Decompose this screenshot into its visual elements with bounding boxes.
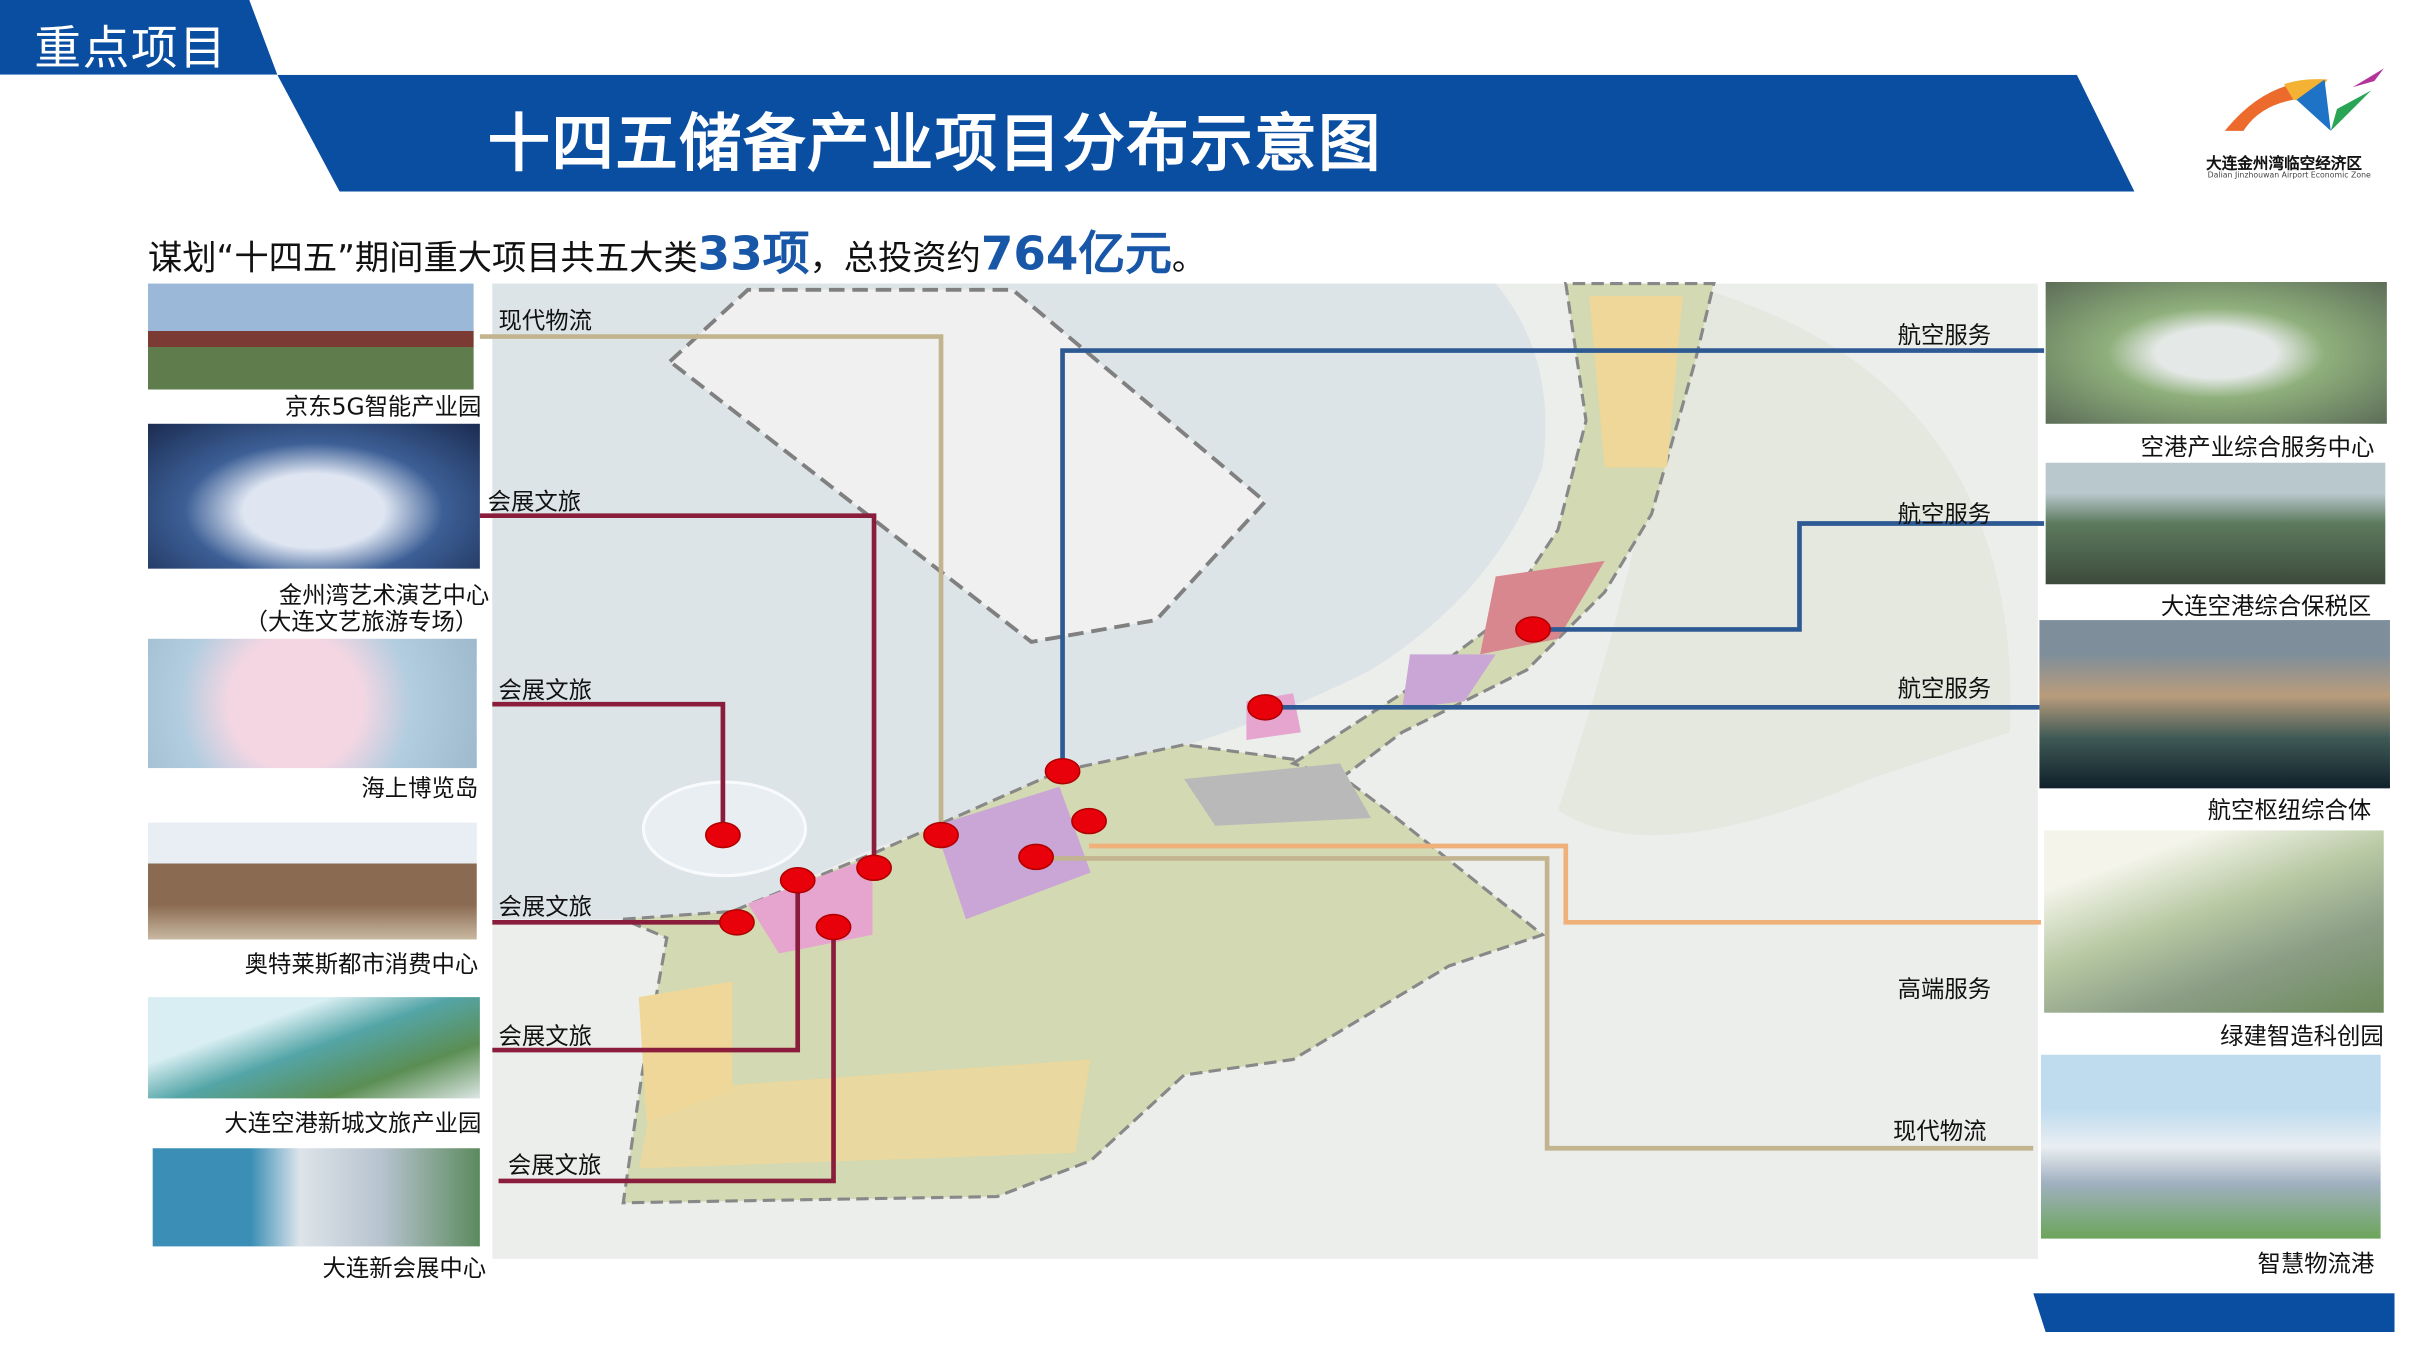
section-tag-label: 重点项目 xyxy=(34,21,228,77)
project-marker xyxy=(704,821,741,849)
connector-line xyxy=(492,880,801,1053)
project-image xyxy=(2040,1054,2381,1239)
project-marker xyxy=(719,909,755,936)
project-marker xyxy=(815,913,852,941)
category-label: 航空服务 xyxy=(1897,320,1992,349)
project-marker xyxy=(1071,807,1107,835)
summary-line: 谋划“十四五”期间重大项目共五大类33项，总投资约764亿元。 xyxy=(148,215,1206,284)
project-image xyxy=(2039,620,2390,789)
project-image xyxy=(2045,462,2386,585)
project-image xyxy=(152,1148,480,1247)
connector-line xyxy=(492,701,726,836)
category-label: 会展文旅 xyxy=(498,676,593,705)
category-label: 航空服务 xyxy=(1897,500,1992,529)
section-tag: 重点项目 xyxy=(0,0,278,77)
connector-line xyxy=(479,513,877,868)
logo-mark-icon xyxy=(2224,68,2384,131)
title-banner: 十四五储备产业项目分布示意图 xyxy=(277,74,2135,192)
project-image xyxy=(148,423,480,569)
project-image xyxy=(2045,281,2387,424)
connector-line xyxy=(498,927,836,1184)
project-caption: 空港产业综合服务中心 xyxy=(2140,433,2375,462)
block-mixed xyxy=(1402,654,1496,709)
summary-suffix: 。 xyxy=(1171,239,1207,279)
project-caption: 海上博览岛 xyxy=(361,774,479,803)
category-label: 现代物流 xyxy=(498,306,593,335)
project-caption: 大连空港新城文旅产业园 xyxy=(224,1109,482,1138)
block-residential-3 xyxy=(638,1059,1091,1169)
project-marker xyxy=(1044,757,1081,785)
block-residential xyxy=(1589,296,1683,468)
connector-line xyxy=(1036,856,2034,1151)
page-title: 十四五储备产业项目分布示意图 xyxy=(487,109,1382,181)
project-marker xyxy=(1515,616,1551,643)
project-caption: 京东5G智能产业园 xyxy=(284,392,482,421)
category-label: 现代物流 xyxy=(1892,1117,1987,1146)
category-label: 会展文旅 xyxy=(487,487,582,516)
project-image xyxy=(148,283,474,390)
project-image xyxy=(148,638,477,769)
project-marker xyxy=(923,821,959,849)
connector-line xyxy=(479,334,944,836)
category-label: 航空服务 xyxy=(1897,674,1992,703)
project-caption: 航空枢纽综合体 xyxy=(2207,796,2372,825)
project-image xyxy=(148,997,480,1099)
project-caption: 绿建智造科创园 xyxy=(2220,1022,2384,1051)
project-image xyxy=(2044,830,2384,1013)
project-marker xyxy=(856,854,892,882)
logo-name-cn: 大连金州湾临空经济区 xyxy=(2206,155,2362,173)
project-count: 33项 xyxy=(697,227,810,282)
project-caption: 大连新会展中心 xyxy=(322,1254,487,1283)
category-label: 会展文旅 xyxy=(498,1022,593,1051)
connector-line xyxy=(1060,348,2045,772)
project-caption: 金州湾艺术演艺中心 xyxy=(278,581,490,610)
logo-name-en: Dalian Jinzhouwan Airport Economic Zone xyxy=(2207,171,2371,181)
block-gray xyxy=(1184,763,1372,826)
block-mixed-2 xyxy=(934,786,1091,920)
project-marker xyxy=(1247,694,1284,721)
project-caption: 智慧物流港 xyxy=(2257,1249,2375,1278)
airport-boundary xyxy=(666,287,1268,644)
logo: 大连金州湾临空经济区 Dalian Jinzhouwan Airport Eco… xyxy=(2200,62,2403,187)
category-label: 会展文旅 xyxy=(507,1151,602,1180)
project-image xyxy=(148,822,477,940)
summary-middle: ，总投资约 xyxy=(809,239,981,279)
project-marker xyxy=(1018,843,1054,871)
category-label: 会展文旅 xyxy=(498,892,593,921)
connector-line xyxy=(1089,843,2041,925)
project-caption: （大连文艺旅游专场） xyxy=(244,607,479,636)
footer-bar xyxy=(2033,1293,2395,1333)
block-commercial xyxy=(1480,560,1605,655)
summary-prefix: 谋划“十四五”期间重大项目共五大类 xyxy=(148,239,698,279)
connector-line xyxy=(1533,521,2045,632)
project-caption: 奥特莱斯都市消费中心 xyxy=(244,950,479,979)
project-marker xyxy=(779,867,816,894)
investment-total: 764亿元 xyxy=(980,227,1172,282)
project-caption: 大连空港综合保税区 xyxy=(2160,592,2372,621)
category-label: 高端服务 xyxy=(1897,975,1992,1004)
